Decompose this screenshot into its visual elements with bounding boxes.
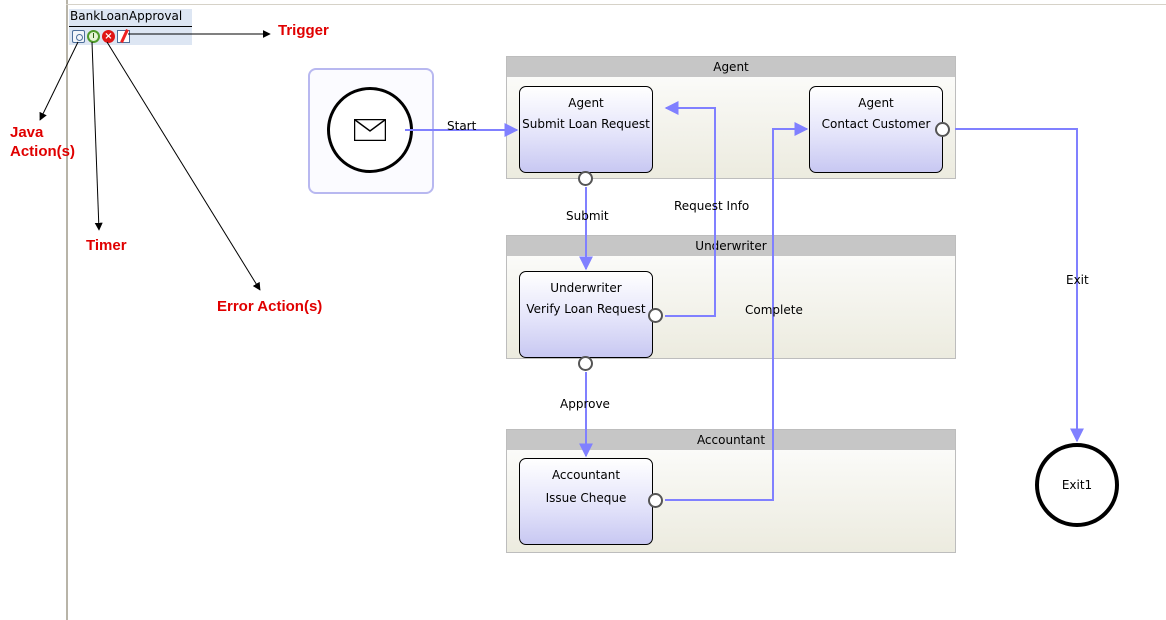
error-pointer bbox=[106, 41, 261, 291]
task-role: Agent bbox=[568, 96, 604, 110]
task-verify-loan-request[interactable]: Underwriter Verify Loan Request bbox=[519, 271, 653, 358]
canvas-left-border bbox=[66, 0, 68, 620]
task-name: Verify Loan Request bbox=[526, 302, 646, 316]
timer-annotation: Timer bbox=[86, 237, 127, 254]
timer-icon[interactable] bbox=[87, 30, 100, 43]
submit-connector-label: Submit bbox=[566, 209, 609, 223]
exit-connector[interactable] bbox=[955, 128, 1084, 443]
verify-task-port-right[interactable] bbox=[648, 308, 663, 323]
error-actions-annotation: Error Action(s) bbox=[217, 298, 323, 315]
java-actions-annotation: Java Action(s) bbox=[10, 124, 75, 160]
issue-task-port[interactable] bbox=[648, 493, 663, 508]
task-role: Accountant bbox=[551, 468, 621, 482]
start-connector-label: Start bbox=[447, 119, 477, 133]
exit-connector-label: Exit bbox=[1066, 273, 1089, 287]
task-issue-cheque[interactable]: Accountant Issue Cheque bbox=[519, 458, 653, 545]
contact-task-port[interactable] bbox=[935, 122, 950, 137]
complete-connector[interactable] bbox=[665, 122, 809, 501]
lane-accountant-title: Accountant bbox=[507, 430, 955, 450]
task-name: Issue Cheque bbox=[545, 491, 627, 505]
canvas-top-border bbox=[66, 4, 1166, 5]
task-role: Agent bbox=[858, 96, 894, 110]
task-name: Contact Customer bbox=[821, 117, 931, 131]
request-info-connector-label: Request Info bbox=[674, 199, 750, 213]
process-name-underline bbox=[69, 26, 192, 27]
task-name: Submit Loan Request bbox=[522, 117, 650, 131]
task-contact-customer[interactable]: Agent Contact Customer bbox=[809, 86, 943, 173]
request-info-connector[interactable] bbox=[664, 101, 716, 317]
error-action-icon[interactable]: × bbox=[102, 30, 115, 43]
process-name[interactable]: BankLoanApproval bbox=[70, 9, 183, 23]
task-submit-loan-request[interactable]: Agent Submit Loan Request bbox=[519, 86, 653, 173]
task-role: Underwriter bbox=[550, 281, 622, 295]
trigger-icon[interactable] bbox=[117, 30, 130, 43]
trigger-annotation: Trigger bbox=[278, 22, 329, 39]
envelope-icon bbox=[354, 119, 386, 141]
timer-pointer bbox=[91, 41, 103, 231]
lane-agent-title: Agent bbox=[507, 57, 955, 77]
verify-task-port-bottom[interactable] bbox=[578, 356, 593, 371]
submit-task-port[interactable] bbox=[578, 171, 593, 186]
exit-node[interactable]: Exit1 bbox=[1035, 443, 1119, 527]
java-action-icon[interactable] bbox=[72, 30, 85, 43]
complete-connector-label: Complete bbox=[745, 303, 803, 317]
approve-connector-label: Approve bbox=[560, 397, 610, 411]
lane-underwriter-title: Underwriter bbox=[507, 236, 955, 256]
java-pointer bbox=[39, 41, 79, 121]
